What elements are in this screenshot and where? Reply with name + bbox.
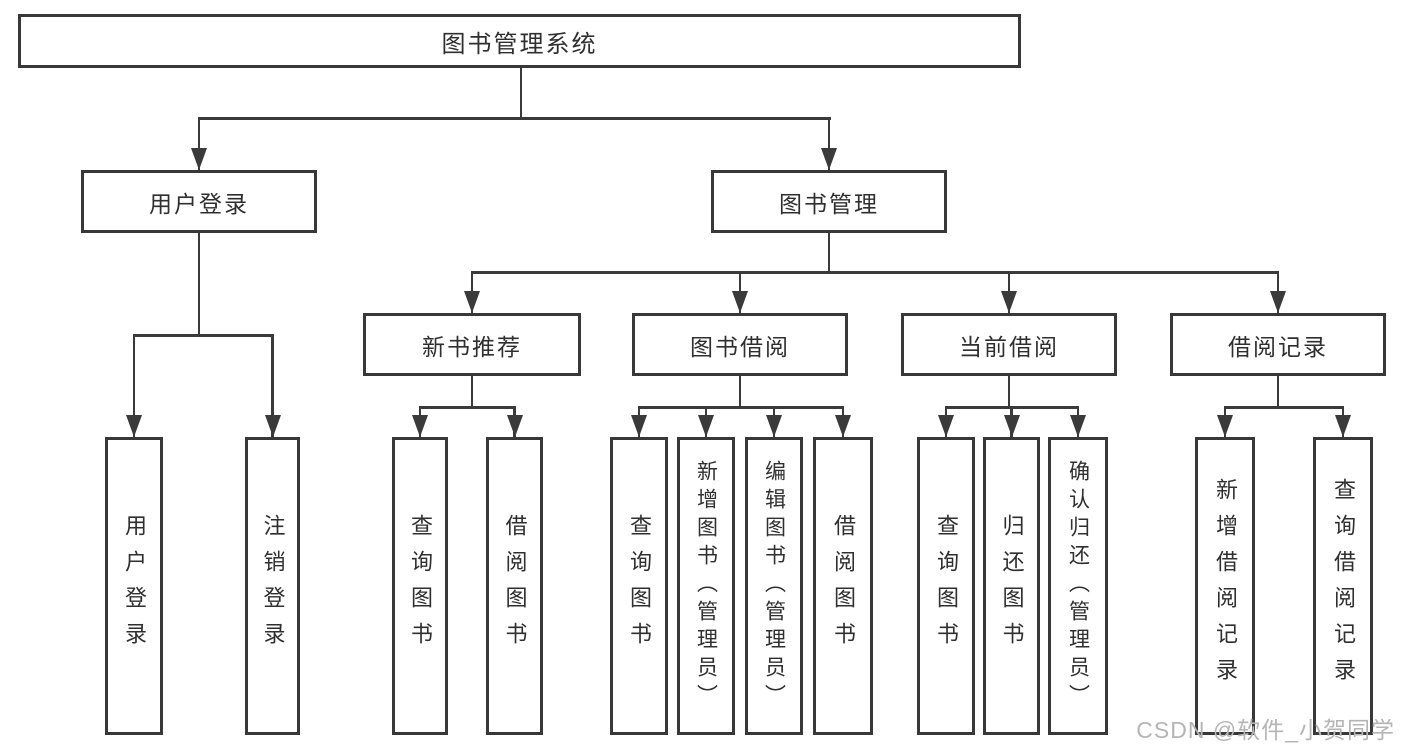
arrow-down-icon <box>506 415 523 437</box>
leaf-add-borrow-record: 新增借阅记录 <box>1195 437 1255 735</box>
node-new-book-recommend-label: 新书推荐 <box>422 333 522 360</box>
leaf-user-login-label: 用户登录 <box>122 514 147 658</box>
arrow-down-icon <box>191 148 207 170</box>
connector-line <box>519 68 523 119</box>
leaf-add-books-admin: 新增图书（管理员） <box>677 437 735 735</box>
leaf-add-borrow-record-label: 新增借阅记录 <box>1213 478 1238 694</box>
arrow-down-icon <box>835 415 851 437</box>
connector-line <box>637 406 844 409</box>
leaf-query-borrow-record-label: 查询借阅记录 <box>1331 478 1356 694</box>
arrow-down-icon <box>464 291 480 313</box>
connector-line <box>197 117 201 170</box>
arrow-down-icon <box>631 415 647 437</box>
arrow-down-icon <box>264 415 281 437</box>
leaf-return-books-label: 归还图书 <box>999 514 1025 658</box>
leaf-confirm-return-admin: 确认归还（管理员） <box>1048 437 1108 735</box>
node-borrow-records: 借阅记录 <box>1170 313 1386 376</box>
node-user-login: 用户登录 <box>81 170 317 233</box>
node-root-label: 图书管理系统 <box>441 30 598 58</box>
connector-line <box>827 117 831 170</box>
leaf-borrow-books-2-label: 借阅图书 <box>831 514 856 658</box>
arrow-down-icon <box>1335 415 1351 437</box>
connector-line <box>418 406 516 409</box>
arrow-down-icon <box>821 148 837 170</box>
leaf-edit-books-admin-label: 编辑图书（管理员） <box>762 460 786 712</box>
node-book-borrow-label: 图书借阅 <box>690 333 790 360</box>
arrow-down-icon <box>1003 415 1020 437</box>
connector-line <box>1007 376 1011 407</box>
connector-line <box>197 117 831 120</box>
node-book-management-label: 图书管理 <box>779 190 879 217</box>
leaf-query-borrow-record: 查询借阅记录 <box>1313 437 1373 735</box>
leaf-edit-books-admin: 编辑图书（管理员） <box>745 437 803 735</box>
connector-line <box>1223 406 1344 409</box>
leaf-return-books: 归还图书 <box>983 437 1040 735</box>
arrow-down-icon <box>766 415 782 437</box>
node-user-login-label: 用户登录 <box>149 190 249 217</box>
leaf-confirm-return-admin-label: 确认归还（管理员） <box>1066 460 1090 712</box>
arrow-down-icon <box>1217 415 1233 437</box>
leaf-logout: 注销登录 <box>245 437 300 735</box>
csdn-watermark: CSDN @软件_小贺同学 <box>1136 717 1395 743</box>
leaf-query-books-2-label: 查询图书 <box>627 514 652 658</box>
leaf-borrow-books-1: 借阅图书 <box>486 437 543 735</box>
leaf-query-books-1-label: 查询图书 <box>408 514 433 658</box>
connector-line <box>132 334 274 337</box>
node-book-management: 图书管理 <box>711 170 947 233</box>
leaf-borrow-books-1-label: 借阅图书 <box>502 514 528 658</box>
leaf-query-books-3: 查询图书 <box>917 437 975 735</box>
leaf-user-login: 用户登录 <box>105 437 163 735</box>
arrow-down-icon <box>732 291 748 313</box>
leaf-query-books-1: 查询图书 <box>392 437 448 735</box>
arrow-down-icon <box>938 415 954 437</box>
arrow-down-icon <box>1001 291 1017 313</box>
connector-line <box>1276 376 1280 407</box>
connector-line <box>271 334 274 437</box>
connector-line <box>738 376 742 407</box>
leaf-borrow-books-2: 借阅图书 <box>813 437 873 735</box>
arrow-down-icon <box>126 415 142 437</box>
node-current-borrow: 当前借阅 <box>901 313 1117 376</box>
node-root: 图书管理系统 <box>18 14 1021 68</box>
leaf-logout-label: 注销登录 <box>260 514 286 658</box>
connector-line <box>470 271 1279 274</box>
node-current-borrow-label: 当前借阅 <box>959 333 1059 360</box>
connector-line <box>470 376 474 407</box>
node-new-book-recommend: 新书推荐 <box>363 313 581 376</box>
leaf-add-books-admin-label: 新增图书（管理员） <box>694 460 718 712</box>
node-borrow-records-label: 借阅记录 <box>1228 333 1328 360</box>
arrow-down-icon <box>698 415 714 437</box>
connector-line <box>197 233 201 336</box>
arrow-down-icon <box>1070 415 1086 437</box>
node-book-borrow: 图书借阅 <box>632 313 848 376</box>
leaf-query-books-2: 查询图书 <box>610 437 668 735</box>
connector-line <box>132 334 136 437</box>
arrow-down-icon <box>1270 291 1286 313</box>
connector-line <box>827 233 831 272</box>
arrow-down-icon <box>412 415 428 437</box>
leaf-query-books-3-label: 查询图书 <box>934 514 959 658</box>
